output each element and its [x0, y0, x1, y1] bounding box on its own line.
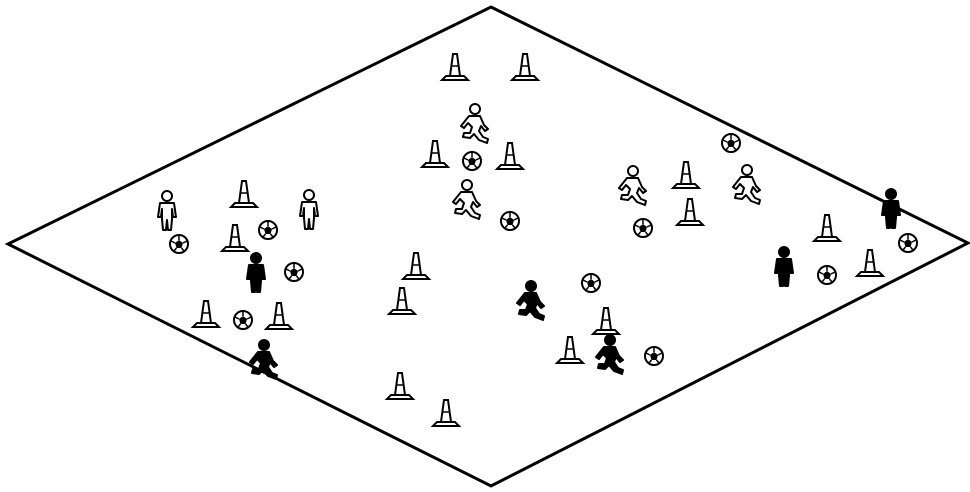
soccer-ball-icon [634, 219, 652, 237]
training-cone-icon [814, 215, 840, 241]
player-light-running-icon [733, 165, 760, 204]
soccer-ball-icon [259, 221, 277, 239]
training-cone-icon [442, 54, 468, 80]
balls-group [170, 134, 917, 365]
training-cone-icon [557, 337, 583, 363]
player-dark-standing-icon [247, 253, 265, 292]
training-cone-icon [222, 225, 248, 251]
pitch-boundary [8, 7, 968, 486]
training-cone-icon [403, 253, 429, 279]
light-team-players [158, 104, 760, 230]
training-cone-icon [512, 54, 538, 80]
soccer-ball-icon [899, 234, 917, 252]
training-cone-icon [673, 162, 699, 188]
training-cone-icon [231, 181, 257, 207]
soccer-ball-icon [722, 134, 740, 152]
training-cone-icon [193, 301, 219, 327]
player-light-standing-icon [300, 190, 318, 229]
soccer-ball-icon [818, 266, 836, 284]
soccer-ball-icon [170, 235, 188, 253]
player-light-standing-icon [158, 191, 176, 230]
training-cone-icon [266, 303, 292, 329]
soccer-ball-icon [463, 152, 481, 170]
training-cone-icon [497, 143, 523, 169]
soccer-ball-icon [285, 263, 303, 281]
soccer-ball-icon [234, 311, 252, 329]
player-dark-running-icon [596, 335, 623, 374]
training-cone-icon [677, 199, 703, 225]
training-cone-icon [387, 373, 413, 399]
soccer-ball-icon [582, 274, 600, 292]
player-dark-standing-icon [775, 247, 793, 286]
training-cone-icon [593, 308, 619, 334]
player-light-running-icon [453, 180, 480, 219]
player-dark-standing-icon [882, 189, 900, 228]
cones-group [193, 54, 883, 426]
player-light-running-icon [619, 166, 646, 205]
player-dark-running-icon [517, 281, 544, 320]
player-light-running-icon [461, 104, 488, 143]
training-cone-icon [857, 250, 883, 276]
soccer-ball-icon [501, 212, 519, 230]
soccer-ball-icon [645, 347, 663, 365]
training-cone-icon [433, 400, 459, 426]
training-cone-icon [422, 141, 448, 167]
training-cone-icon [389, 288, 415, 314]
